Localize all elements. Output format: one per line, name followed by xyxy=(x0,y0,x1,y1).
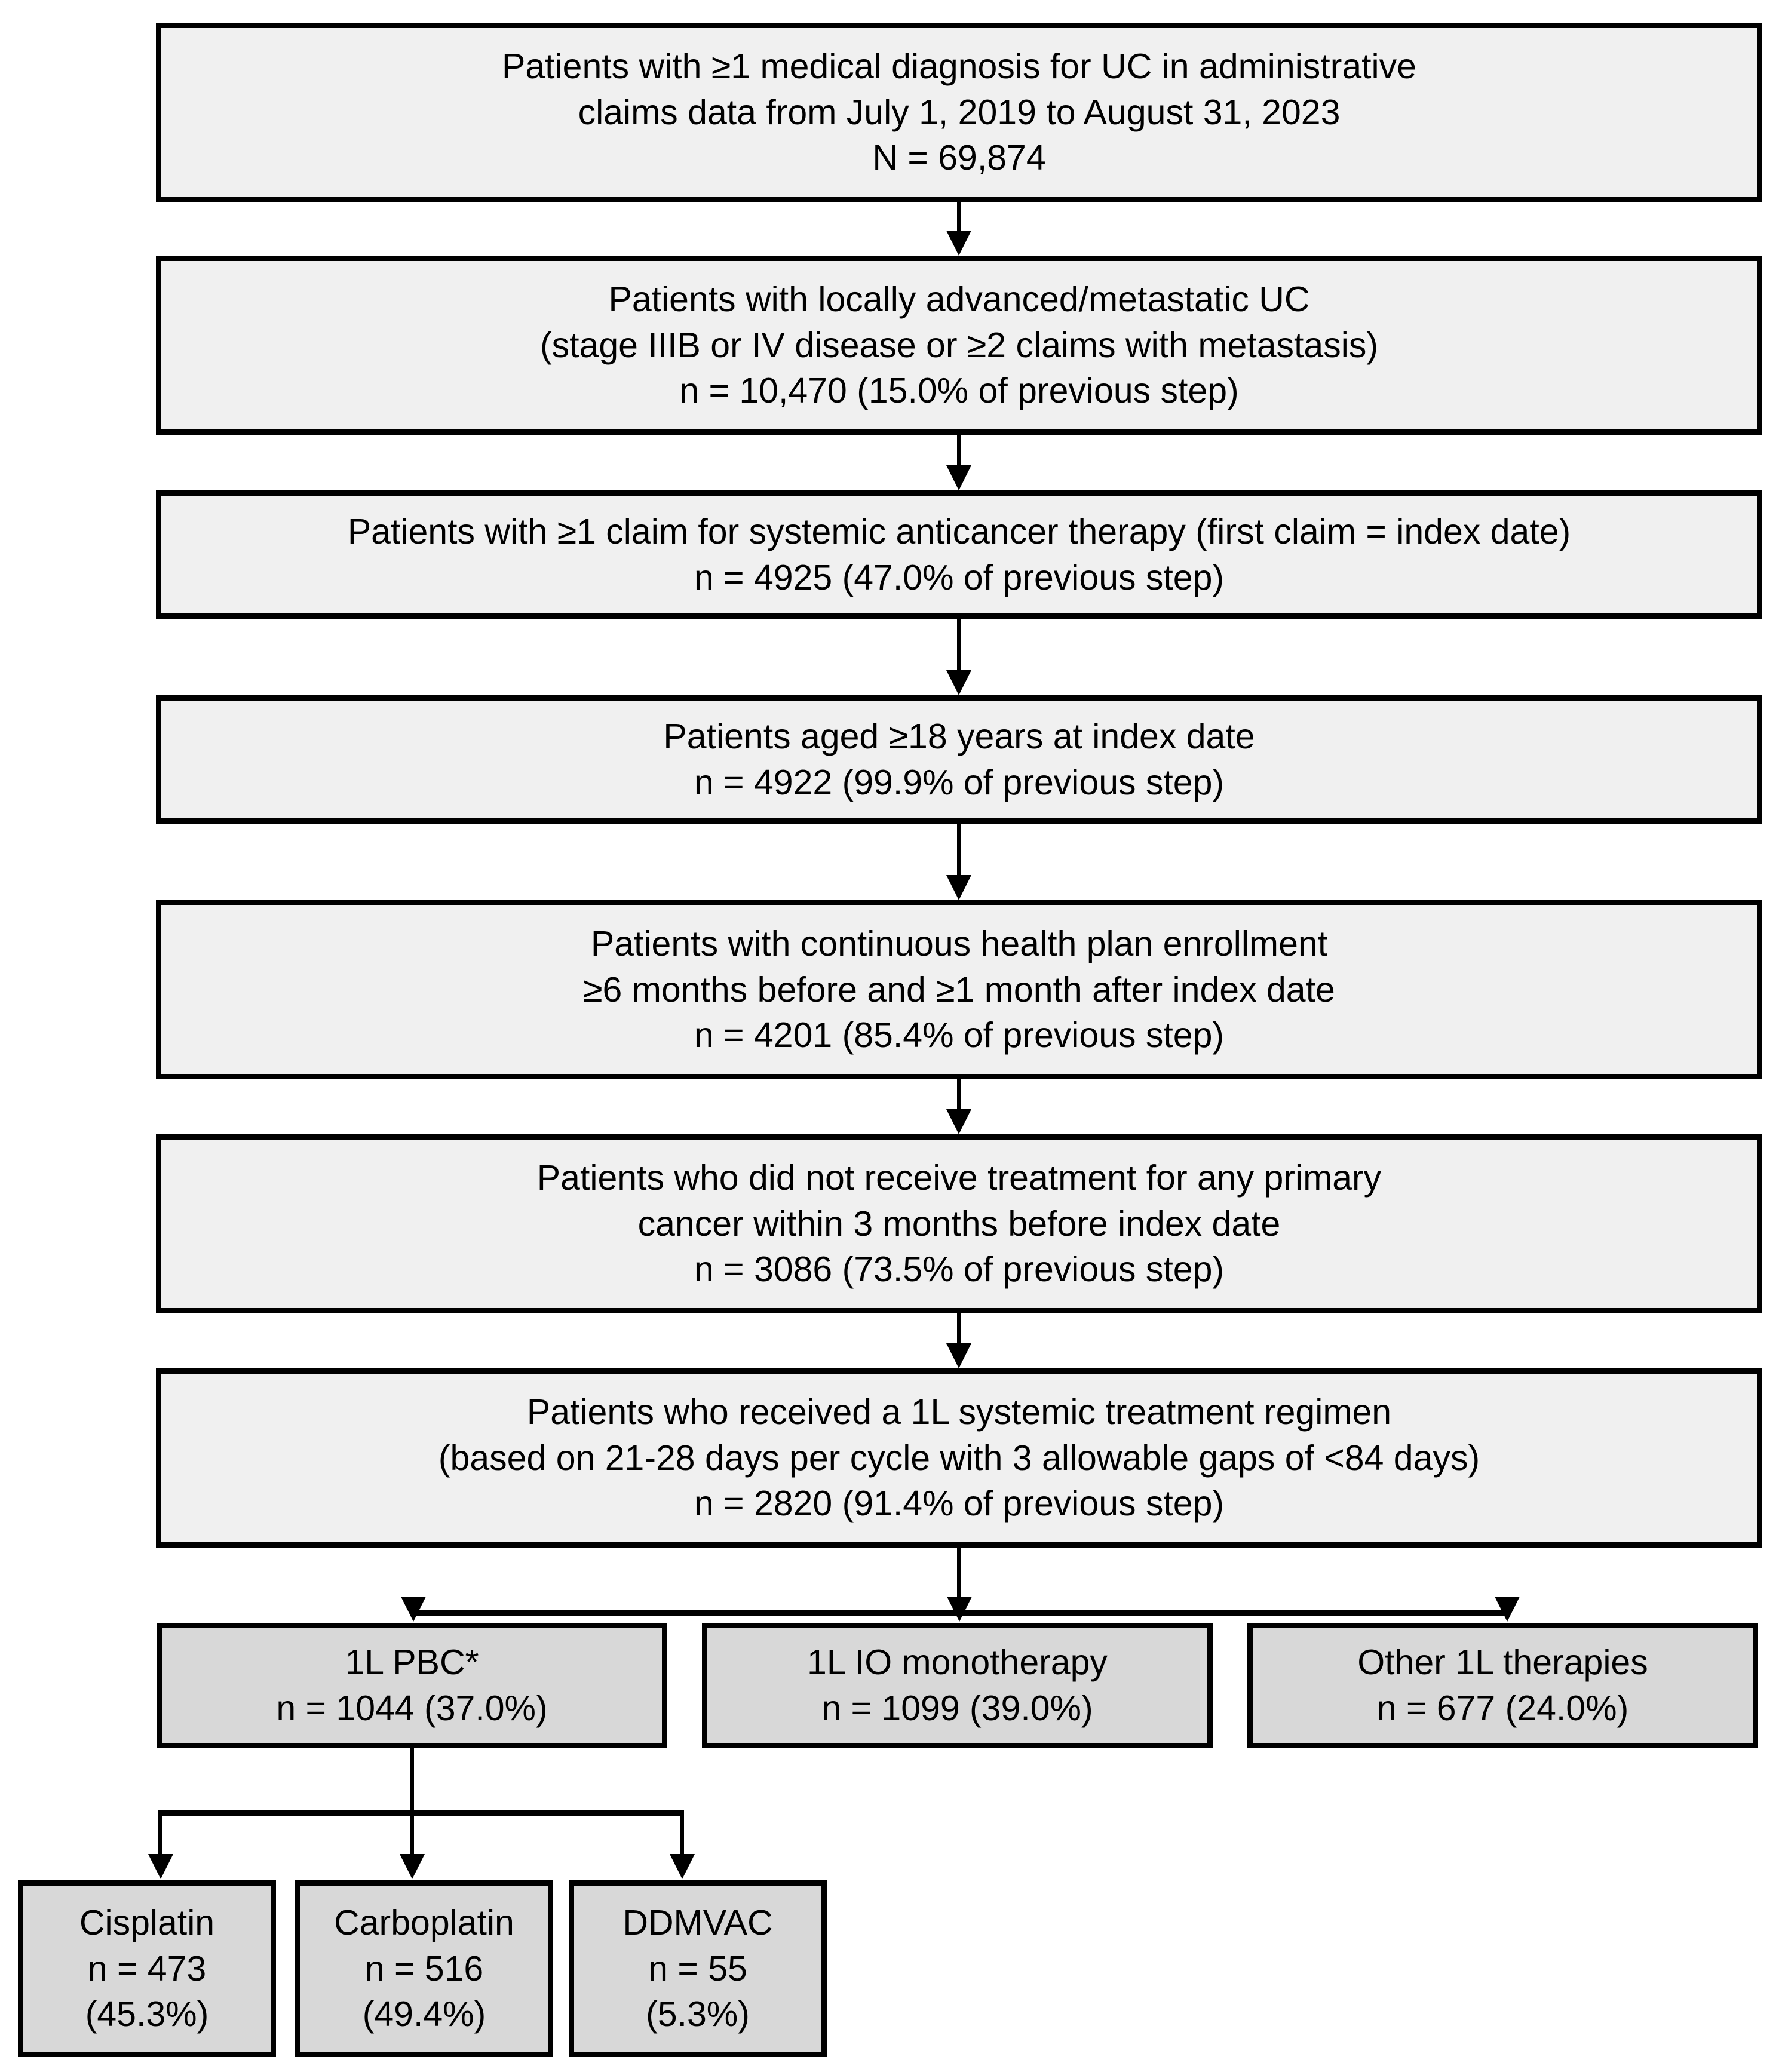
node-step-3-systemic-anticancer-claim: Patients with ≥1 claim for systemic anti… xyxy=(156,490,1762,619)
node-line: Patients with ≥1 medical diagnosis for U… xyxy=(502,46,1416,86)
node-count: n = 2820 (91.4% of previous step) xyxy=(694,1484,1225,1524)
arrowhead-into-carboplatin xyxy=(400,1854,425,1879)
node-agent-cisplatin: Cisplatin n = 473 (45.3%) xyxy=(18,1880,276,2057)
connector-1l-pbc-branch-bar xyxy=(158,1810,684,1816)
node-step-6-no-prior-primary-cancer-treatment: Patients who did not receive treatment f… xyxy=(156,1134,1762,1313)
node-line: (based on 21-28 days per cycle with 3 al… xyxy=(438,1438,1480,1478)
arrowhead-step1-to-step2 xyxy=(946,231,971,256)
node-count: n = 4925 (47.0% of previous step) xyxy=(694,557,1225,597)
arrowhead-step4-to-step5 xyxy=(946,875,971,900)
node-line: Patients with continuous health plan enr… xyxy=(590,923,1328,963)
node-step-2-locally-advanced: Patients with locally advanced/metastati… xyxy=(156,256,1762,435)
node-step-7-received-1l-regimen: Patients who received a 1L systemic trea… xyxy=(156,1368,1762,1548)
connector-step2-to-step3 xyxy=(957,435,961,466)
connector-branch-to-carboplatin xyxy=(410,1810,414,1854)
node-label: Cisplatin xyxy=(79,1902,215,1942)
node-count: n = 4922 (99.9% of previous step) xyxy=(694,762,1225,802)
arrowhead-into-1l-io xyxy=(947,1597,972,1622)
node-label: DDMVAC xyxy=(622,1902,773,1942)
node-step-4-age-18: Patients aged ≥18 years at index date n … xyxy=(156,695,1762,824)
connector-step6-to-step7 xyxy=(957,1313,961,1345)
node-count: n = 473 xyxy=(87,1948,207,1988)
node-agent-ddmvac: DDMVAC n = 55 (5.3%) xyxy=(569,1880,827,2057)
arrowhead-into-1l-pbc xyxy=(401,1597,426,1622)
connector-step3-to-step4 xyxy=(957,619,961,671)
connector-1l-pbc-branch-stem xyxy=(410,1748,414,1813)
arrowhead-step3-to-step4 xyxy=(946,670,971,695)
node-label: 1L PBC* xyxy=(345,1643,479,1683)
node-label: 1L IO monotherapy xyxy=(807,1643,1108,1683)
node-count: n = 55 xyxy=(648,1948,747,1988)
arrowhead-step2-to-step3 xyxy=(946,465,971,490)
node-step-1-uc-diagnosis: Patients with ≥1 medical diagnosis for U… xyxy=(156,23,1762,202)
node-line: claims data from July 1, 2019 to August … xyxy=(578,92,1341,132)
node-line: (stage IIIB or IV disease or ≥2 claims w… xyxy=(540,325,1378,365)
node-percent: (45.3%) xyxy=(85,1994,209,2034)
node-step-5-continuous-enrollment: Patients with continuous health plan enr… xyxy=(156,900,1762,1079)
connector-step4-to-step5 xyxy=(957,824,961,876)
arrowhead-into-ddmvac xyxy=(670,1854,695,1879)
connector-branch-to-cisplatin xyxy=(158,1810,162,1854)
node-count: n = 1099 (39.0%) xyxy=(821,1689,1093,1728)
node-line: Patients who received a 1L systemic trea… xyxy=(526,1392,1392,1432)
arrowhead-into-cisplatin xyxy=(148,1854,173,1879)
arrowhead-step5-to-step6 xyxy=(946,1109,971,1134)
node-regimen-1l-io-monotherapy: 1L IO monotherapy n = 1099 (39.0%) xyxy=(702,1623,1213,1748)
node-count: n = 3086 (73.5% of previous step) xyxy=(694,1250,1225,1290)
node-line: cancer within 3 months before index date xyxy=(637,1204,1281,1244)
node-line: Patients with locally advanced/metastati… xyxy=(608,279,1310,319)
node-count: n = 10,470 (15.0% of previous step) xyxy=(679,371,1239,411)
node-count: n = 4201 (85.4% of previous step) xyxy=(694,1015,1225,1055)
node-count: n = 1044 (37.0%) xyxy=(276,1689,548,1728)
node-regimen-other-1l-therapies: Other 1L therapies n = 677 (24.0%) xyxy=(1247,1623,1758,1748)
node-line: ≥6 months before and ≥1 month after inde… xyxy=(583,969,1335,1009)
connector-step1-to-step2 xyxy=(957,202,961,232)
node-label: Carboplatin xyxy=(334,1902,514,1942)
node-line: Patients aged ≥18 years at index date xyxy=(663,716,1255,756)
node-label: Other 1L therapies xyxy=(1357,1643,1648,1683)
connector-step7-branch-stem xyxy=(957,1548,961,1613)
node-percent: (49.4%) xyxy=(362,1994,486,2034)
node-regimen-1l-pbc: 1L PBC* n = 1044 (37.0%) xyxy=(157,1623,667,1748)
node-line: Patients with ≥1 claim for systemic anti… xyxy=(347,511,1571,551)
node-agent-carboplatin: Carboplatin n = 516 (49.4%) xyxy=(295,1880,553,2057)
connector-branch-to-ddmvac xyxy=(680,1810,684,1854)
node-count: n = 516 xyxy=(364,1948,484,1988)
node-percent: (5.3%) xyxy=(646,1994,750,2034)
node-count: N = 69,874 xyxy=(872,138,1046,178)
arrowhead-into-other-1l xyxy=(1495,1597,1520,1622)
node-count: n = 677 (24.0%) xyxy=(1376,1689,1629,1728)
node-line: Patients who did not receive treatment f… xyxy=(536,1158,1382,1198)
arrowhead-step6-to-step7 xyxy=(946,1343,971,1368)
connector-step5-to-step6 xyxy=(957,1079,961,1110)
